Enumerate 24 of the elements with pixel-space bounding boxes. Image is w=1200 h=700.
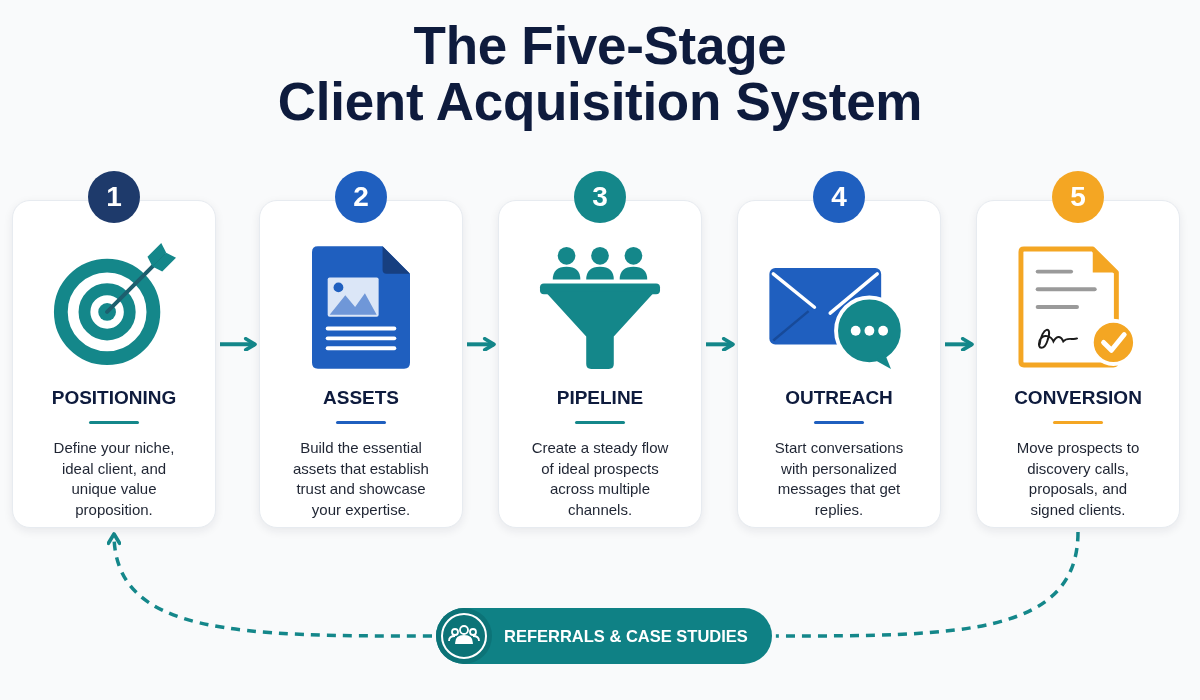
referral-pill bbox=[436, 608, 772, 664]
dashed-arrow bbox=[107, 532, 432, 638]
pill-label: REFERRALS & CASE STUDIES bbox=[504, 626, 748, 646]
arrow bbox=[467, 336, 496, 352]
step-number-badge: 4 bbox=[813, 171, 865, 223]
stage-description: Move prospects to discovery calls, proposals, and signed clients. bbox=[1015, 438, 1141, 520]
stage-title: ASSETS bbox=[323, 387, 399, 409]
stage-description: Start conversations with personalized messages that get replies. bbox=[773, 438, 905, 520]
stage-description: Create a steady flow of ideal prospects across multiple channels. bbox=[530, 438, 670, 520]
arrow bbox=[945, 336, 974, 352]
arrow bbox=[220, 336, 257, 352]
stage-title: PIPELINE bbox=[556, 387, 644, 409]
step-number-badge: 2 bbox=[335, 171, 387, 223]
diagram-title: The Five-Stage Client Acquisition System bbox=[277, 18, 923, 130]
step-number-badge: 5 bbox=[1052, 171, 1104, 223]
step-number-badge: 1 bbox=[88, 171, 140, 223]
stage-title: CONVERSION bbox=[1014, 387, 1142, 409]
step-number-badge: 3 bbox=[574, 171, 626, 223]
dashed-line bbox=[775, 531, 1080, 638]
stage-description: Build the essential assets that establish trust and showcase your expertise. bbox=[292, 438, 430, 520]
stage-title: POSITIONING bbox=[51, 387, 177, 409]
stage-title: OUTREACH bbox=[785, 387, 893, 409]
stage-description: Define your niche, ideal client, and unique value proposition. bbox=[52, 438, 176, 520]
arrow bbox=[706, 336, 735, 352]
